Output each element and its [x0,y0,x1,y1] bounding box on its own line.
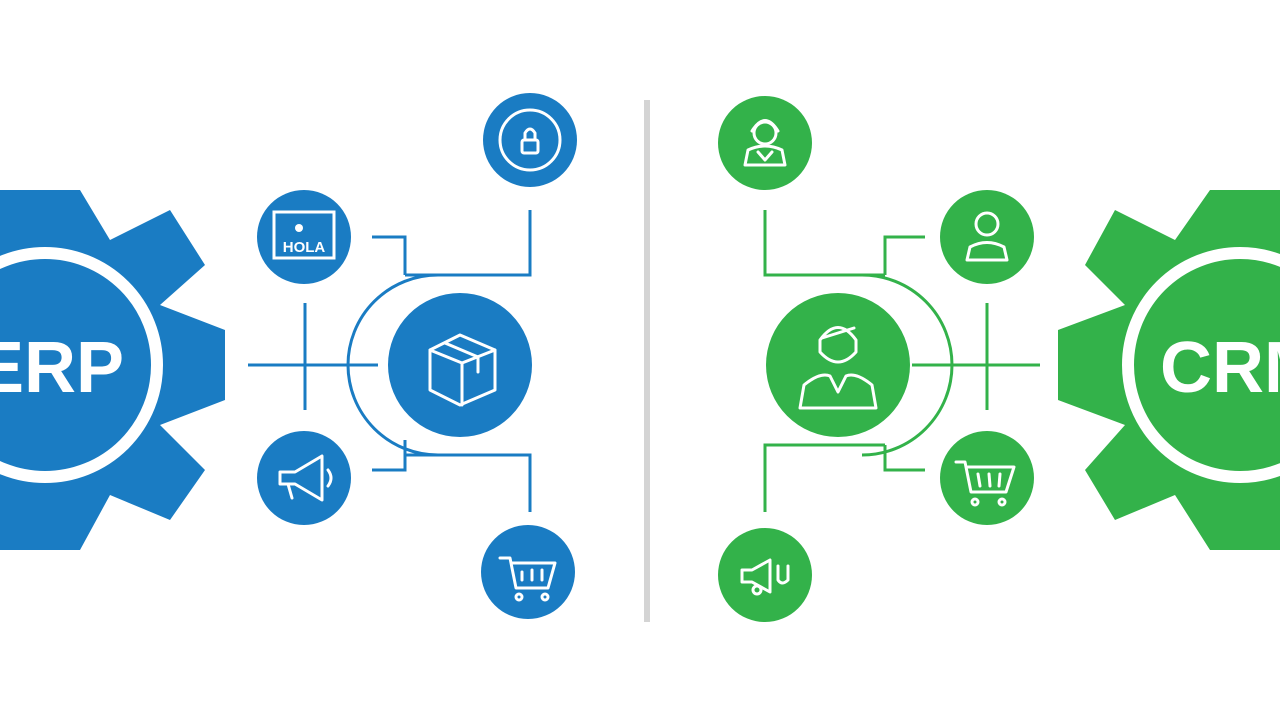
lock-icon [520,127,540,155]
megaphone-icon [740,558,790,596]
crm-hub [766,293,910,437]
user-icon [965,211,1009,262]
erp-gear-ring [0,247,163,483]
person-icon [798,326,878,410]
megaphone-icon [278,454,333,502]
erp-lock-node [483,93,577,187]
crm-agent-node [718,96,812,190]
crm-megaphone-node [718,528,812,622]
crm-user-node [940,190,1034,284]
erp-gear-inner [0,261,149,469]
crm-gear-inner [1136,261,1280,469]
erp-hub [388,293,532,437]
screen-icon: HOLA [272,210,336,260]
erp-megaphone-node [257,431,351,525]
erp-connectors [248,210,532,512]
cart-icon [498,556,557,602]
crm-connectors [763,210,1040,512]
screen-icon-text: HOLA [283,239,326,256]
erp-gear: ERP [0,190,225,550]
crm-label: CRM [1160,328,1280,408]
cart-icon [954,460,1016,507]
crm-gear: CRM [1058,190,1280,550]
erp-section: ERP [0,93,577,619]
crm-gear-ring [1122,247,1280,483]
erp-cart-node [481,525,575,619]
erp-label: ERP [0,328,124,408]
erp-screen-node: HOLA [257,190,351,284]
support-agent-icon [743,119,787,167]
crm-cart-node [940,431,1034,525]
box-icon [428,333,497,407]
crm-section: CRM [718,96,1280,622]
